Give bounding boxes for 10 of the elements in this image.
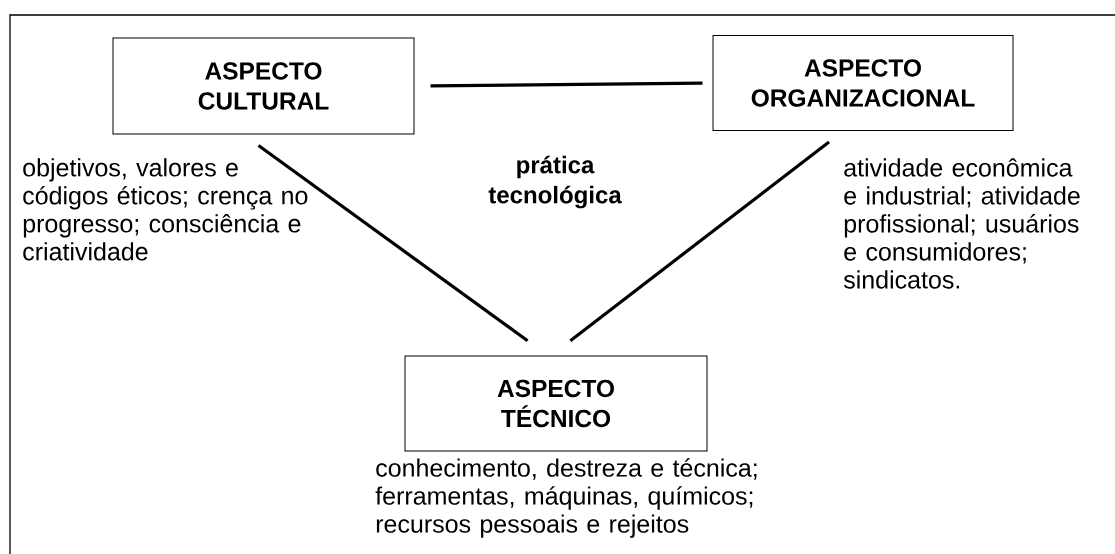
connector-line: [430, 81, 703, 88]
aspect-box: ASPECTO TÉCNICO: [404, 355, 708, 452]
description-text: objetivos, valores e códigos éticos; crença no progresso; consciência e criatividade: [23, 158, 308, 261]
connector-line: [257, 144, 529, 343]
aspect-box: ASPECTO ORGANIZACIONAL: [712, 35, 1014, 131]
connector-line: [569, 140, 830, 342]
center-label: prática tecnológica: [488, 155, 622, 209]
description-text: conhecimento, destreza e técnica; ferramentas, máquinas, químicos; recursos pessoais e rejeitos: [375, 458, 757, 538]
aspect-box: ASPECTO CULTURAL: [112, 37, 415, 135]
description-text: atividade econômica e industrial; atividade profissional; usuários e consumidores; sindicatos.: [843, 158, 1080, 289]
